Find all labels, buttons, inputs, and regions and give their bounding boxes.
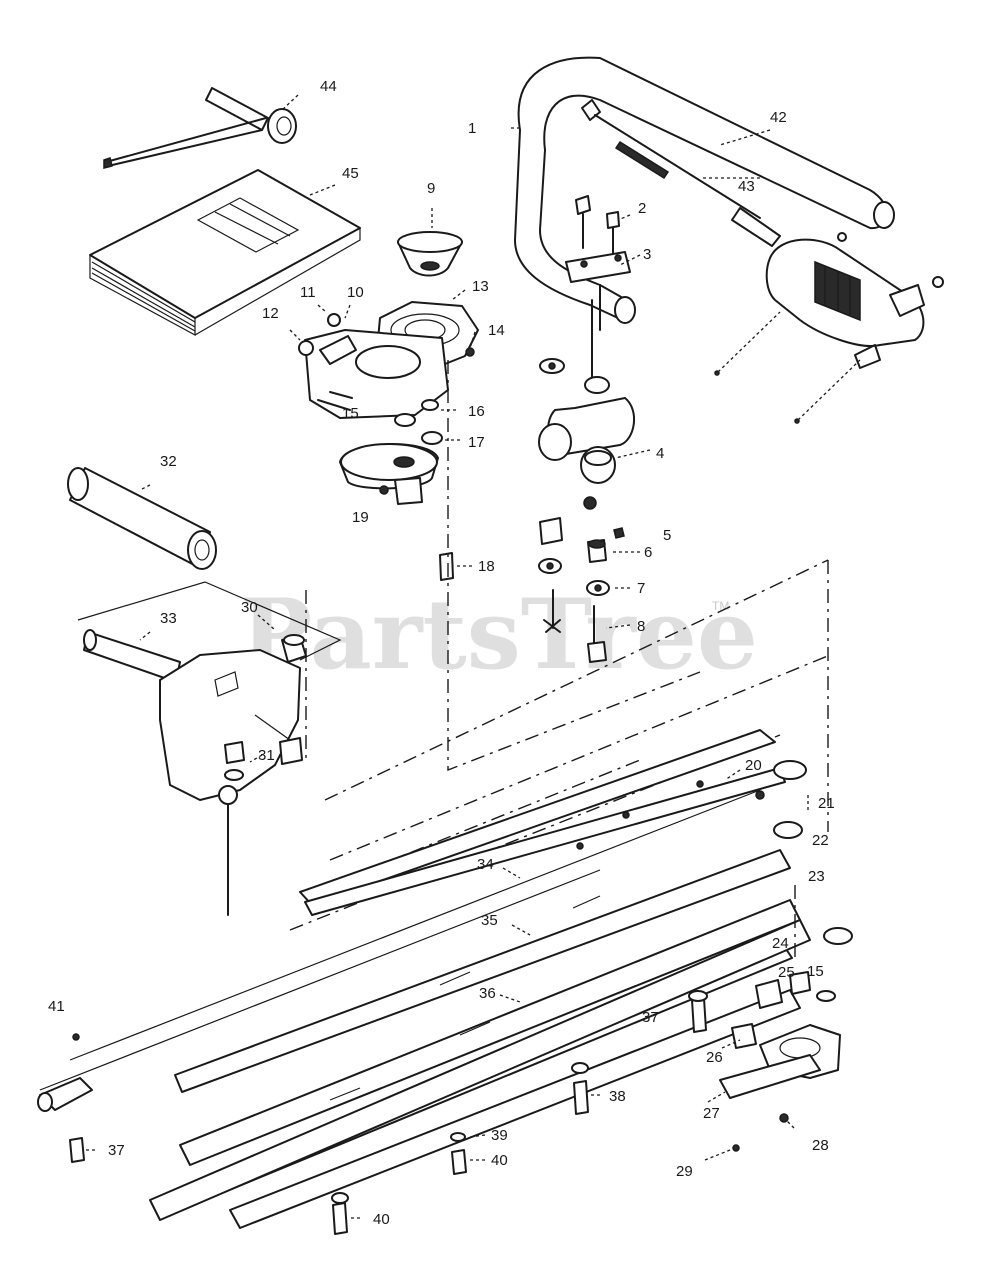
- callout-13: 13: [472, 278, 489, 295]
- callout-20: 20: [745, 757, 762, 774]
- rear-handle-switch-housing: [714, 232, 944, 424]
- callout-39: 39: [491, 1127, 508, 1144]
- callout-41: 41: [48, 998, 65, 1015]
- watermark-text: PartsTree: [240, 578, 758, 691]
- callout-9: 9: [427, 180, 435, 197]
- callout-27: 27: [703, 1105, 720, 1122]
- callout-14: 14: [488, 322, 505, 339]
- part-4-vibration-mount: [538, 358, 636, 510]
- callout-43: 43: [738, 178, 755, 195]
- callout-45: 45: [342, 165, 359, 182]
- callout-40b: 40: [373, 1211, 390, 1228]
- callout-26: 26: [706, 1049, 723, 1066]
- callout-15: 15: [342, 405, 359, 422]
- part-33-guard: [77, 581, 342, 916]
- callout-7: 7: [637, 580, 645, 597]
- callout-38: 38: [609, 1088, 626, 1105]
- callout-37: 37: [642, 1009, 659, 1026]
- callout-21: 21: [818, 795, 835, 812]
- leader-lines: [86, 94, 809, 1219]
- callout-30: 30: [241, 599, 258, 616]
- callout-18: 18: [478, 558, 495, 575]
- part-45-owners-manual: [89, 169, 361, 337]
- part-1-front-handle: [514, 56, 895, 381]
- callout-3: 3: [643, 246, 651, 263]
- callout-11: 11: [300, 284, 316, 301]
- callout-36: 36: [479, 985, 496, 1002]
- callout-16: 16: [468, 403, 485, 420]
- lower-gear-plate: [719, 885, 853, 1152]
- blade-assembly: [37, 559, 831, 1235]
- callout-1: 1: [468, 120, 476, 137]
- part-30-31-nuts: [224, 590, 307, 781]
- callout-22: 22: [812, 832, 829, 849]
- callout-31: 31: [258, 747, 275, 764]
- part-44-t-wrench: [103, 87, 297, 169]
- callout-5: 5: [663, 527, 671, 544]
- callout-8: 8: [637, 618, 645, 635]
- callout-10: 10: [347, 284, 364, 301]
- callout-35: 35: [481, 912, 498, 929]
- callout-42: 42: [770, 109, 787, 126]
- callout-12: 12: [262, 305, 279, 322]
- callout-32: 32: [160, 453, 177, 470]
- part-32-tube: [67, 467, 217, 570]
- part-42-43-throttle-cable: [581, 99, 781, 247]
- callout-33: 33: [160, 610, 177, 627]
- callout-24: 24: [772, 935, 789, 952]
- callout-44: 44: [320, 78, 337, 95]
- callout-15b: 15: [807, 963, 824, 980]
- callout-29: 29: [676, 1163, 693, 1180]
- callout-6: 6: [644, 544, 652, 561]
- callout-25: 25: [778, 964, 795, 981]
- callout-2: 2: [638, 200, 646, 217]
- callout-23: 23: [808, 868, 825, 885]
- callout-4: 4: [656, 445, 664, 462]
- part-5-8-fasteners: [538, 517, 625, 663]
- callout-19: 19: [352, 509, 369, 526]
- callout-17: 17: [468, 434, 485, 451]
- callout-40: 40: [491, 1152, 508, 1169]
- callout-34: 34: [477, 856, 494, 873]
- callout-28: 28: [812, 1137, 829, 1154]
- callout-labels: 1 2 3 4 5 6 7 8 9 10 11 12 13 14 15 16 1…: [48, 78, 835, 1228]
- callout-37b: 37: [108, 1142, 125, 1159]
- gearbox-assembly: [298, 231, 701, 772]
- part-2-3-clamp: [565, 195, 631, 283]
